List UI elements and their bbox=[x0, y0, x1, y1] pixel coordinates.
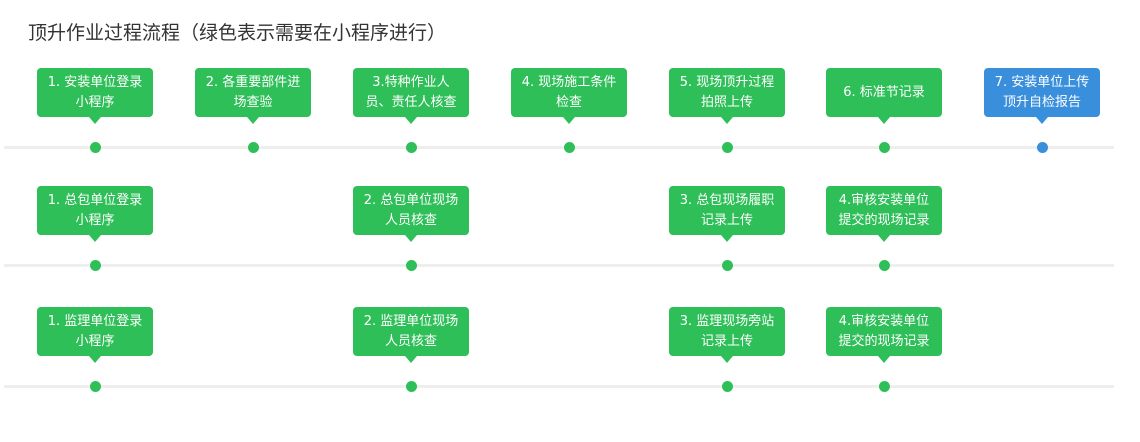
step-box: 2. 监理单位现场人员核查 bbox=[353, 307, 469, 363]
step-box: 3. 监理现场旁站记录上传 bbox=[669, 307, 785, 363]
step-dot bbox=[721, 381, 733, 392]
step-dot-offline bbox=[1036, 142, 1048, 153]
step-box: 5. 现场顶升过程拍照上传 bbox=[669, 68, 785, 124]
step-box: 4.审核安装单位提交的现场记录 bbox=[826, 307, 942, 363]
step-dot bbox=[721, 260, 733, 271]
step-dot bbox=[721, 142, 733, 153]
step-dot bbox=[89, 260, 101, 271]
step-dot bbox=[405, 381, 417, 392]
step-dot bbox=[405, 142, 417, 153]
step-dot bbox=[878, 142, 890, 153]
step-box: 1. 安装单位登录小程序 bbox=[37, 68, 153, 124]
step-box: 3. 总包现场履职记录上传 bbox=[669, 186, 785, 242]
step-box: 4. 现场施工条件检查 bbox=[511, 68, 627, 124]
step-box: 1. 总包单位登录小程序 bbox=[37, 186, 153, 242]
step-box: 2. 总包单位现场人员核查 bbox=[353, 186, 469, 242]
timeline-line bbox=[4, 146, 1114, 149]
step-box: 6. 标准节记录 bbox=[826, 68, 942, 124]
step-box: 1. 监理单位登录小程序 bbox=[37, 307, 153, 363]
step-dot bbox=[878, 381, 890, 392]
row-supervision-unit: 1. 监理单位登录小程序 2. 监理单位现场人员核查 3. 监理现场旁站记录上传… bbox=[0, 307, 1140, 407]
step-dot bbox=[89, 381, 101, 392]
step-dot bbox=[405, 260, 417, 271]
row-installation-unit: 1. 安装单位登录小程序 2. 各重要部件进场查验 3.特种作业人员、责任人核查… bbox=[0, 68, 1140, 168]
step-dot bbox=[89, 142, 101, 153]
page-title: 顶升作业过程流程（绿色表示需要在小程序进行） bbox=[28, 22, 447, 44]
step-dot bbox=[247, 142, 259, 153]
timeline-line bbox=[4, 385, 1114, 388]
step-box: 4.审核安装单位提交的现场记录 bbox=[826, 186, 942, 242]
timeline-line bbox=[4, 264, 1114, 267]
step-dot bbox=[563, 142, 575, 153]
step-box-offline: 7. 安装单位上传顶升自检报告 bbox=[984, 68, 1100, 124]
step-box: 3.特种作业人员、责任人核查 bbox=[353, 68, 469, 124]
step-box: 2. 各重要部件进场查验 bbox=[195, 68, 311, 124]
step-dot bbox=[878, 260, 890, 271]
row-general-contractor: 1. 总包单位登录小程序 2. 总包单位现场人员核查 3. 总包现场履职记录上传… bbox=[0, 186, 1140, 286]
